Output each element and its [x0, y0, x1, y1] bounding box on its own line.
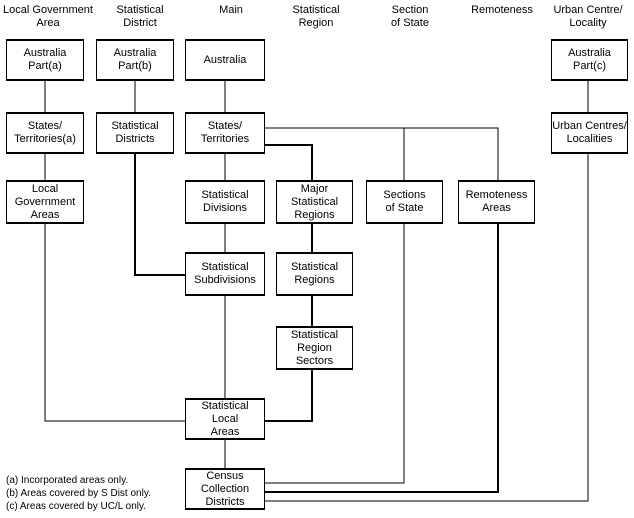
box-remoteness-areas: Remoteness Areas — [458, 180, 535, 224]
box-australia: Australia — [185, 39, 265, 81]
box-urban-centres-localities: Urban Centres/ Localities — [551, 112, 628, 154]
box-sections-of-state: Sections of State — [366, 180, 443, 224]
box-states-territories: States/ Territories — [185, 112, 265, 154]
footnote-a: (a) Incorporated areas only. — [6, 475, 129, 486]
box-statistical-districts: Statistical Districts — [96, 112, 174, 154]
box-australia-part-a: Australia Part(a) — [6, 39, 84, 81]
header-statistical-region: Statistical Region — [292, 4, 340, 29]
line-srs-to-sla — [265, 369, 313, 422]
footnote-b: (b) Areas covered by S Dist only. — [6, 488, 151, 499]
line-states-to-remoteness — [404, 127, 499, 181]
footnote-c: (c) Areas covered by UC/L only. — [6, 501, 147, 512]
header-statistical-district: Statistical District — [116, 4, 164, 29]
header-main: Main — [219, 4, 243, 16]
header-remoteness: Remoteness — [471, 4, 533, 16]
line-sections-to-ccd — [265, 223, 405, 484]
box-statistical-region-sectors: Statistical Region Sectors — [276, 326, 353, 370]
line-lgas-to-sla — [44, 223, 185, 422]
line-states-to-msr — [265, 144, 313, 181]
box-australia-part-c: Australia Part(c) — [551, 39, 628, 81]
header-section-of-state: Section of State — [391, 4, 429, 29]
line-uc-to-ccd — [265, 153, 589, 502]
box-statistical-local-areas: Statistical Local Areas — [185, 398, 265, 440]
box-local-government-areas: Local Government Areas — [6, 180, 84, 224]
box-major-statistical-regions: Major Statistical Regions — [276, 180, 353, 224]
box-census-collection-districts: Census Collection Districts — [185, 468, 265, 510]
line-remoteness-to-ccd — [265, 223, 499, 493]
footnotes: (a) Incorporated areas only. (b) Areas c… — [6, 474, 151, 513]
box-statistical-subdivisions: Statistical Subdivisions — [185, 252, 265, 296]
line-sdists-to-ssd — [134, 153, 185, 276]
box-statistical-divisions: Statistical Divisions — [185, 180, 265, 224]
header-urban-centre-locality: Urban Centre/ Locality — [553, 4, 623, 29]
line-states-to-sections — [265, 127, 405, 181]
box-statistical-regions: Statistical Regions — [276, 252, 353, 296]
box-australia-part-b: Australia Part(b) — [96, 39, 174, 81]
header-local-government-area: Local Government Area — [3, 4, 93, 29]
box-states-territories-a: States/ Territories(a) — [6, 112, 84, 154]
